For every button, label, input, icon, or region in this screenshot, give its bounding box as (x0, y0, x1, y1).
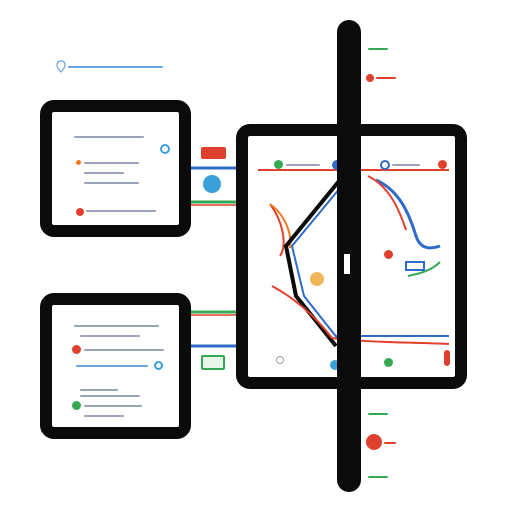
route-red-loop (271, 285, 449, 345)
route-blue-right (375, 178, 441, 250)
white-ring-icon (276, 356, 284, 364)
right-label-green (368, 413, 388, 415)
blue-ring-icon[interactable] (380, 160, 390, 170)
line (84, 162, 139, 164)
orange-marker-icon (76, 160, 81, 165)
route-green-mid (407, 261, 441, 277)
green-pin-icon[interactable] (274, 160, 283, 169)
line (74, 136, 144, 138)
right-label-green (368, 48, 388, 50)
window-bottom-left-screen (62, 315, 169, 417)
map-label (392, 164, 420, 166)
red-dot-icon (366, 434, 382, 450)
line (76, 365, 148, 367)
route-blue (290, 175, 351, 345)
right-label (376, 77, 396, 79)
scroll-thumb[interactable] (342, 252, 352, 276)
red-marker-icon (76, 208, 84, 216)
window-top-left[interactable] (40, 100, 191, 237)
teal-node-icon[interactable] (203, 175, 221, 193)
line (80, 389, 118, 391)
route-map (258, 168, 449, 348)
green-marker-icon (72, 401, 81, 410)
teal-marker-icon (160, 144, 170, 154)
line (84, 415, 124, 417)
route-red-right (367, 175, 407, 231)
red-chip (201, 147, 226, 159)
red-pin-icon[interactable] (384, 250, 393, 259)
line (80, 395, 140, 397)
right-label-green (368, 476, 388, 478)
yellow-center-icon[interactable] (310, 272, 324, 286)
green-chip (201, 355, 225, 370)
line (80, 335, 140, 337)
header-scribble (68, 66, 163, 68)
header-pin-icon (56, 60, 66, 74)
red-pin-icon[interactable] (444, 350, 450, 366)
teal-marker-icon (154, 361, 163, 370)
line (74, 325, 159, 327)
right-label (384, 442, 396, 444)
route-orange (269, 203, 292, 249)
red-dot-icon (366, 74, 374, 82)
line (86, 210, 156, 212)
route-red (269, 203, 285, 257)
map-label (286, 164, 320, 166)
line (84, 349, 164, 351)
waypoint-orange (405, 261, 425, 271)
line (84, 172, 124, 174)
teal-pin-icon[interactable] (330, 360, 340, 370)
red-marker-icon (72, 345, 81, 354)
window-top-left-screen (62, 122, 170, 216)
red-pin-icon[interactable] (438, 160, 447, 169)
green-pin-icon[interactable] (384, 358, 393, 367)
line (84, 405, 142, 407)
window-bottom-left[interactable] (40, 293, 191, 439)
line (84, 182, 139, 184)
